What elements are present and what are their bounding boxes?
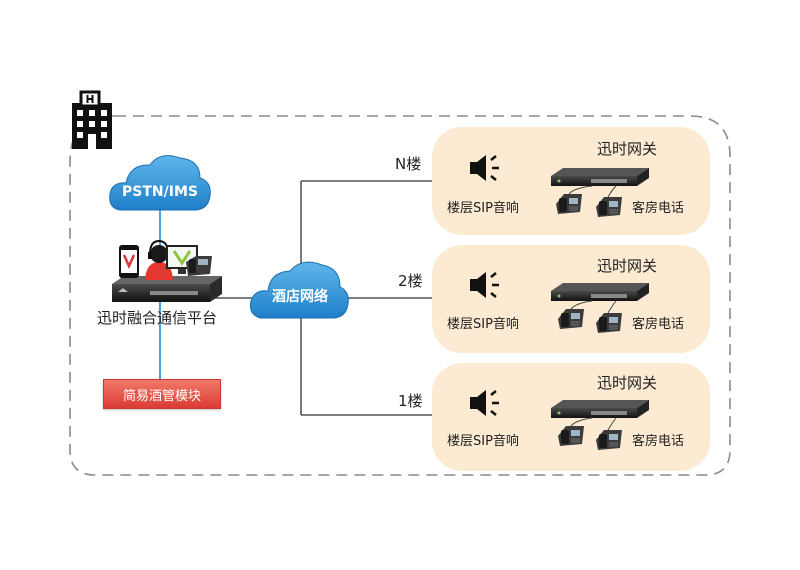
hotel-management-module: 简易酒管模块 <box>103 379 221 409</box>
floor-devices-1 <box>468 388 649 450</box>
gateway-device-icon <box>551 283 649 301</box>
floor-devices-2 <box>468 270 649 333</box>
gateway-device-icon <box>551 168 649 186</box>
gateway-label: 迅时网关 <box>597 257 658 275</box>
phone-label: 客房电话 <box>632 201 685 216</box>
platform-label: 迅时融合通信平台 <box>97 309 218 327</box>
floor-label-1: 1楼 <box>398 392 423 410</box>
pstn-cloud-label: PSTN/IMS <box>122 184 198 200</box>
desk-phone-icon <box>186 256 212 276</box>
hotel-building-icon <box>72 90 112 149</box>
phone-label: 客房电话 <box>632 317 685 332</box>
speaker-label: 楼层SIP音响 <box>447 317 519 332</box>
mobile-phone-icon <box>119 245 139 278</box>
pstn-cloud <box>109 155 211 211</box>
gateway-label: 迅时网关 <box>597 374 658 392</box>
hotel-network-cloud <box>249 261 349 319</box>
module-label: 简易酒管模块 <box>122 388 201 404</box>
hotel-boundary <box>69 115 731 476</box>
floor-devices-n <box>468 153 649 217</box>
gateway-label: 迅时网关 <box>597 140 658 158</box>
floor-label-n: N楼 <box>395 155 422 173</box>
floor-label-2: 2楼 <box>398 272 423 290</box>
hotel-network-cloud-label: 酒店网络 <box>272 289 328 305</box>
speaker-label: 楼层SIP音响 <box>447 434 519 449</box>
phone-label: 客房电话 <box>632 434 685 449</box>
speaker-label: 楼层SIP音响 <box>447 201 519 216</box>
gateway-device-icon <box>551 400 649 418</box>
